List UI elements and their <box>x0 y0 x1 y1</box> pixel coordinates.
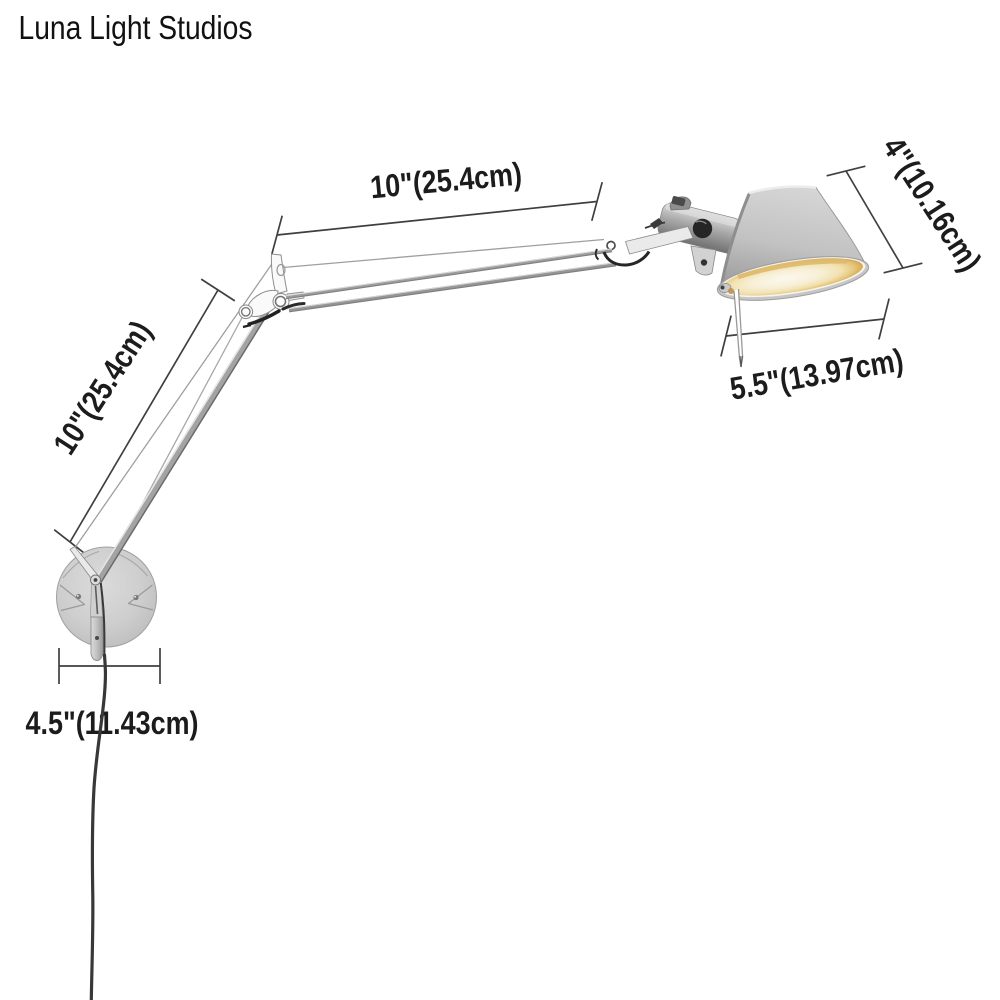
svg-text:4"(10.16cm): 4"(10.16cm) <box>876 130 989 277</box>
svg-text:10"(25.4cm): 10"(25.4cm) <box>369 155 524 205</box>
svg-text:Luna Light Studios: Luna Light Studios <box>19 9 253 46</box>
svg-text:5.5"(13.97cm): 5.5"(13.97cm) <box>727 342 906 407</box>
svg-text:10"(25.4cm): 10"(25.4cm) <box>46 314 158 460</box>
svg-text:4.5"(11.43cm): 4.5"(11.43cm) <box>26 705 199 741</box>
